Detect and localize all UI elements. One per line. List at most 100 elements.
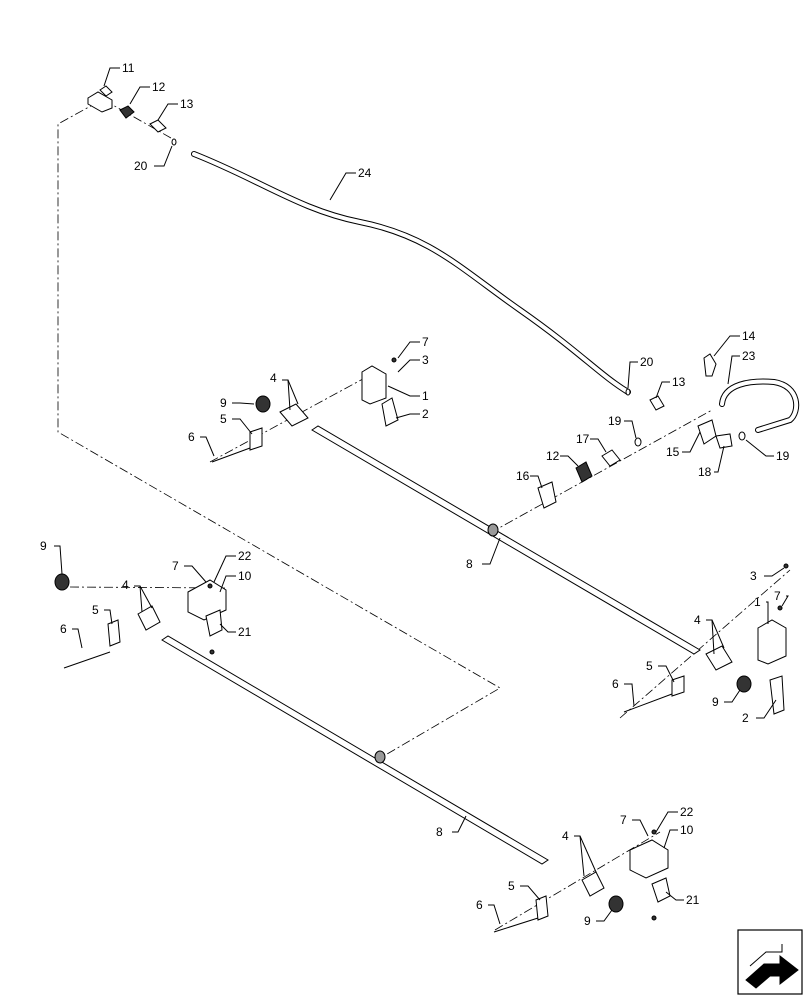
callout-9-right: 9 — [712, 689, 741, 709]
svg-text:13: 13 — [180, 97, 194, 111]
svg-text:4: 4 — [270, 371, 277, 385]
callout-20-right: 20 — [627, 355, 654, 389]
callout-6-upper: 6 — [188, 430, 215, 457]
callout-14: 14 — [713, 329, 756, 357]
svg-text:6: 6 — [188, 430, 195, 444]
svg-text:7: 7 — [774, 589, 781, 603]
callout-4-left: 4 — [122, 578, 153, 613]
svg-text:7: 7 — [422, 335, 429, 349]
callout-6-left: 6 — [60, 622, 83, 649]
callout-7-lower: 7 — [620, 813, 649, 837]
svg-text:7: 7 — [620, 813, 627, 827]
right-fittings — [537, 353, 746, 509]
next-arrow-icon[interactable] — [737, 929, 803, 995]
svg-text:4: 4 — [562, 829, 569, 843]
callout-6-right: 6 — [612, 677, 635, 707]
svg-text:9: 9 — [220, 396, 227, 410]
callout-1-right: 1 — [754, 595, 769, 624]
svg-text:22: 22 — [680, 805, 694, 819]
svg-text:20: 20 — [134, 159, 148, 173]
svg-text:1: 1 — [754, 595, 761, 609]
svg-text:24: 24 — [358, 166, 372, 180]
callout-4-lower: 4 — [562, 829, 597, 877]
callout-7-right: 7 — [774, 589, 789, 607]
svg-text:21: 21 — [686, 893, 700, 907]
svg-text:6: 6 — [476, 898, 483, 912]
callout-5-right: 5 — [646, 659, 675, 683]
callout-2-upper: 2 — [395, 407, 429, 421]
callout-18: 18 — [698, 445, 725, 479]
svg-text:22: 22 — [238, 549, 252, 563]
svg-text:6: 6 — [612, 677, 619, 691]
svg-text:9: 9 — [584, 914, 591, 928]
callout-9-left: 9 — [40, 539, 63, 575]
callout-4-right: 4 — [694, 613, 725, 655]
svg-text:10: 10 — [238, 569, 252, 583]
callout-9-lower: 9 — [584, 909, 613, 928]
hose-24 — [191, 151, 631, 395]
callout-10-lower: 10 — [663, 823, 694, 849]
svg-text:23: 23 — [742, 349, 756, 363]
svg-text:3: 3 — [422, 353, 429, 367]
svg-text:18: 18 — [698, 465, 712, 479]
svg-text:19: 19 — [776, 449, 790, 463]
callout-17: 17 — [576, 432, 607, 453]
svg-text:12: 12 — [152, 80, 166, 94]
svg-text:13: 13 — [672, 375, 686, 389]
svg-text:5: 5 — [92, 603, 99, 617]
svg-text:12: 12 — [546, 449, 560, 463]
callout-7-upper: 7 — [397, 335, 429, 359]
svg-text:4: 4 — [122, 578, 129, 592]
top-left-fittings — [87, 85, 177, 146]
svg-text:14: 14 — [742, 329, 756, 343]
svg-text:3: 3 — [750, 569, 757, 583]
svg-text:2: 2 — [742, 711, 749, 725]
svg-text:1: 1 — [422, 389, 429, 403]
svg-text:5: 5 — [220, 412, 227, 426]
svg-text:16: 16 — [516, 469, 530, 483]
callout-22-left: 22 — [213, 549, 252, 583]
callout-15: 15 — [666, 431, 701, 459]
callout-13-right: 13 — [655, 375, 686, 399]
svg-text:17: 17 — [576, 432, 590, 446]
callout-13-top: 13 — [157, 97, 194, 121]
callout-3-right: 3 — [750, 567, 785, 583]
svg-text:2: 2 — [422, 407, 429, 421]
svg-text:9: 9 — [40, 539, 47, 553]
bracket-right — [623, 563, 789, 715]
callout-1-upper: 1 — [387, 385, 429, 403]
svg-text:20: 20 — [640, 355, 654, 369]
shaft-8-upper — [311, 425, 701, 655]
bracket-upper-left — [211, 357, 399, 463]
svg-text:4: 4 — [694, 613, 701, 627]
callout-22-lower: 22 — [655, 805, 694, 833]
callout-5-left: 5 — [92, 603, 113, 625]
callout-20-top: 20 — [134, 145, 173, 173]
callout-21-left: 21 — [219, 623, 252, 639]
callout-19-right: 19 — [745, 439, 790, 463]
callout-4-upper: 4 — [270, 371, 299, 411]
svg-text:19: 19 — [608, 414, 622, 428]
callout-21-lower: 21 — [665, 891, 700, 907]
svg-text:8: 8 — [466, 557, 473, 571]
svg-text:15: 15 — [666, 445, 680, 459]
svg-text:6: 6 — [60, 622, 67, 636]
callout-9-upper: 9 — [220, 396, 255, 410]
callout-8-upper: 8 — [466, 537, 501, 571]
svg-text:7: 7 — [172, 559, 179, 573]
callout-8-lower: 8 — [436, 815, 467, 839]
callout-11: 11 — [103, 61, 135, 87]
svg-text:10: 10 — [680, 823, 694, 837]
svg-text:8: 8 — [436, 825, 443, 839]
callout-12-right: 12 — [546, 449, 579, 467]
svg-text:5: 5 — [646, 659, 653, 673]
svg-text:21: 21 — [238, 625, 252, 639]
callout-16: 16 — [516, 469, 543, 489]
svg-text:11: 11 — [122, 61, 135, 75]
bracket-left — [54, 573, 227, 669]
callout-2-right: 2 — [742, 699, 777, 725]
callout-24: 24 — [329, 166, 372, 201]
callout-6-lower: 6 — [476, 898, 501, 925]
callouts: 11 12 13 20 24 7 3 1 2 4 9 5 6 20 13 14 … — [40, 61, 790, 928]
